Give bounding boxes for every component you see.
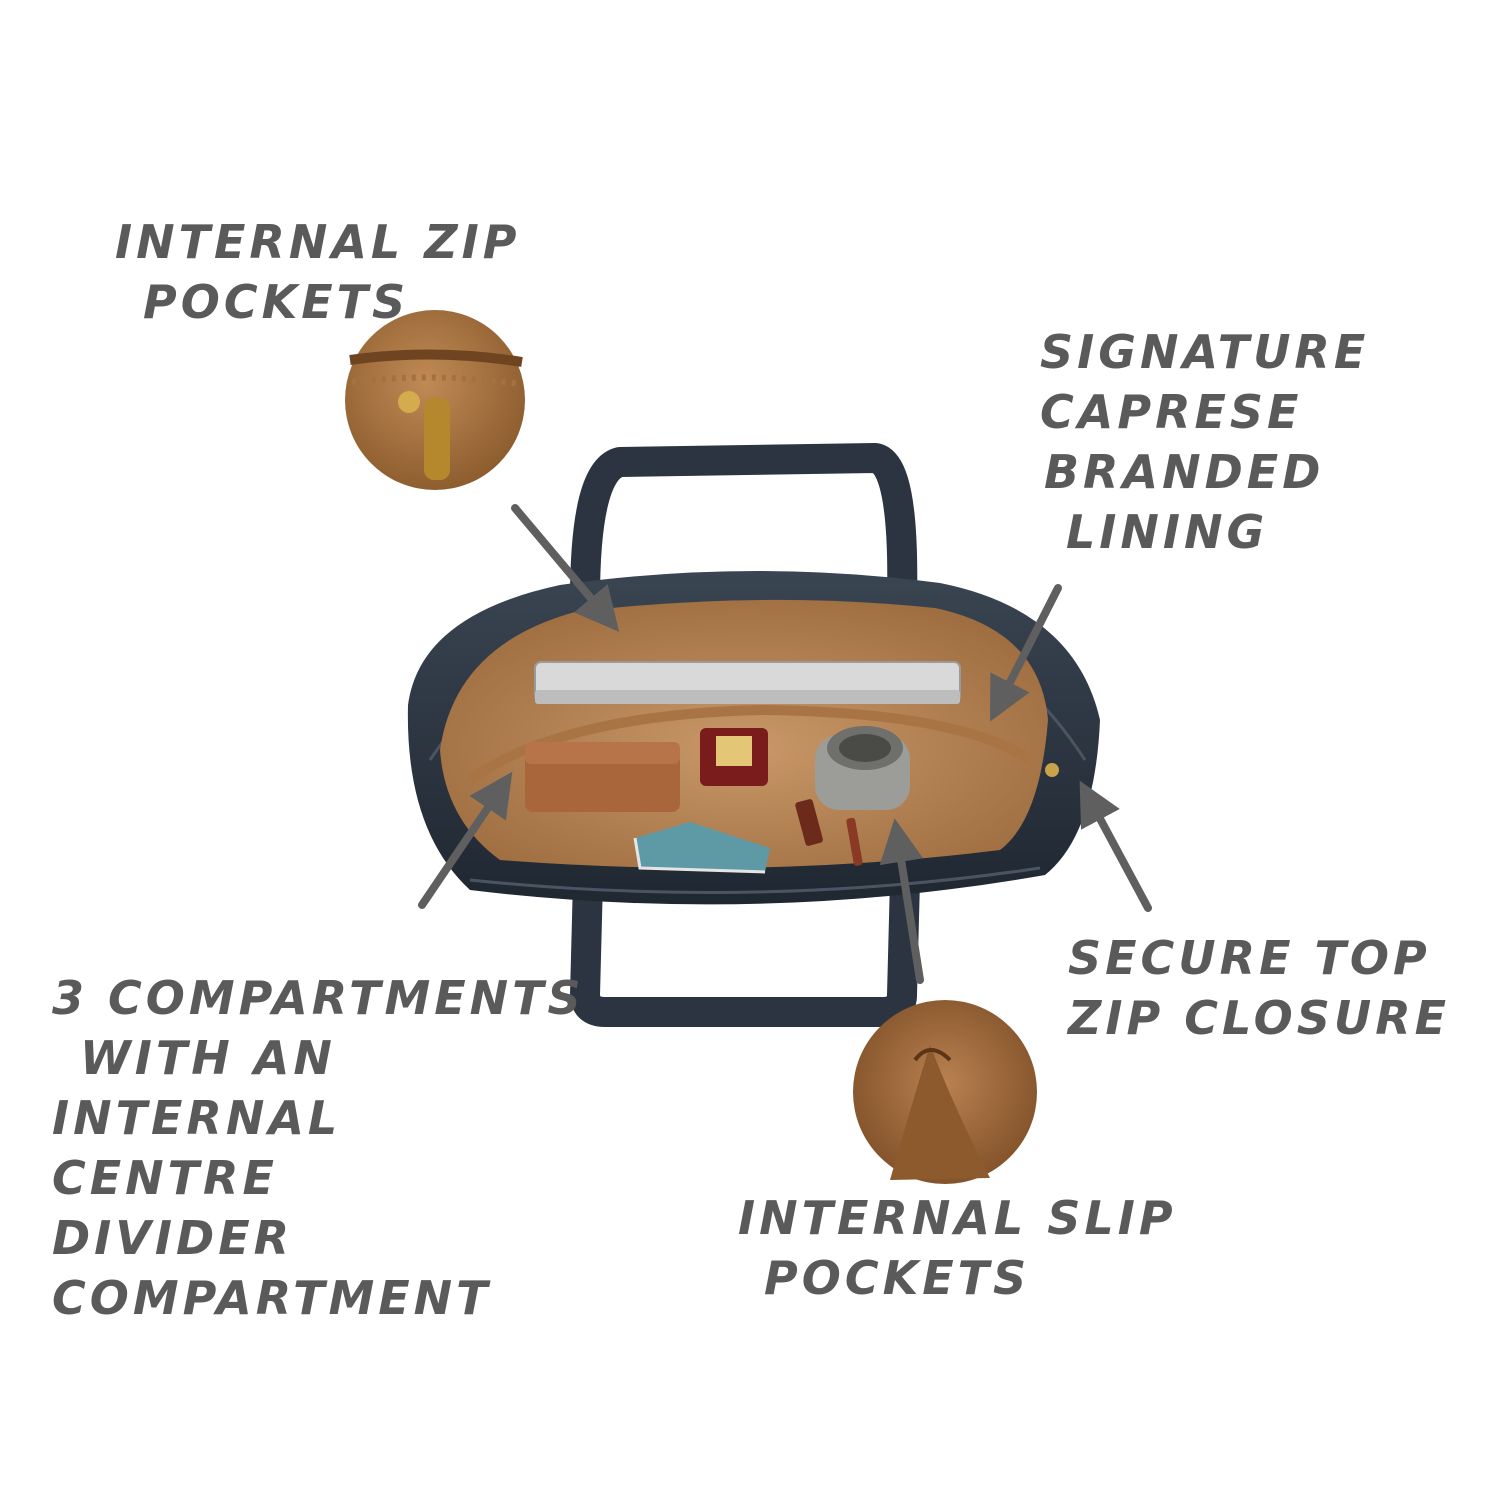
callout-line: POCKETS [764, 1251, 1031, 1305]
slip-pocket-detail-photo [853, 1000, 1037, 1184]
callout-line: LINING [1066, 505, 1269, 559]
callout-line: DIVIDER [52, 1211, 294, 1265]
callout-line: SECURE TOP [1068, 931, 1431, 985]
callout-arrows [418, 504, 1152, 984]
arrow-slip-pockets [879, 818, 924, 984]
callout-secure-top-zip-closure: SECURE TOP ZIP CLOSURE [1068, 928, 1450, 1048]
tote-bag [407, 570, 1100, 905]
arrow-compartments [418, 771, 513, 909]
gift-box [700, 728, 768, 786]
callout-line: BRANDED [1044, 445, 1325, 499]
arrow-zip-pockets [511, 504, 620, 632]
callout-signature-branded-lining: SIGNATURE CAPRESE BRANDED LINING [1040, 322, 1369, 562]
callout-line: INTERNAL [52, 1091, 342, 1145]
pen [846, 817, 863, 866]
laptop [534, 661, 961, 704]
callout-line: 3 COMPARTMENTS [52, 971, 585, 1025]
callout-line: CAPRESE [1040, 385, 1303, 439]
callout-line: POCKETS [143, 275, 410, 329]
wallet [525, 742, 680, 812]
callout-line: INTERNAL ZIP [115, 215, 521, 269]
lipstick [795, 799, 823, 846]
callout-line: WITH AN [80, 1031, 336, 1085]
callout-line: INTERNAL SLIP [738, 1191, 1177, 1245]
callout-line: SIGNATURE [1040, 325, 1370, 379]
callout-three-compartments: 3 COMPARTMENTS WITH AN INTERNAL CENTRE D… [52, 968, 585, 1328]
water-bottle [815, 726, 910, 810]
callout-line: COMPARTMENT [52, 1271, 492, 1325]
callout-line: ZIP CLOSURE [1068, 991, 1451, 1045]
bag-handles [570, 443, 920, 1027]
callout-line: CENTRE [52, 1151, 278, 1205]
callout-internal-zip-pockets: INTERNAL ZIP POCKETS [115, 212, 520, 332]
zip-pull [1045, 763, 1059, 777]
notebook [633, 822, 770, 874]
zip-pocket-detail-photo [345, 310, 525, 490]
arrow-zip-closure [1079, 780, 1152, 912]
arrow-branded-lining [990, 584, 1062, 722]
callout-internal-slip-pockets: INTERNAL SLIP POCKETS [738, 1188, 1177, 1308]
